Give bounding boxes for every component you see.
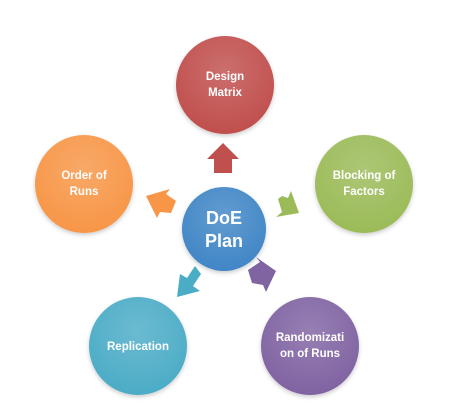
node-replication: Replication	[89, 297, 187, 395]
arrow-up-icon	[207, 143, 239, 173]
center-circle-highlight	[182, 187, 266, 271]
node-center-doe-plan: DoE Plan	[182, 187, 266, 271]
node-label-line2: Matrix	[208, 87, 242, 99]
node-blocking-of-factors: Blocking of Factors	[315, 135, 413, 233]
arrow-left-icon	[146, 189, 176, 218]
arrow-left-down-icon	[177, 266, 201, 297]
node-label-line1: Order of	[61, 170, 107, 182]
arrow-right-down-icon	[248, 257, 276, 292]
arrow-to-replication	[177, 266, 201, 297]
arrow-to-blocking-of-factors	[276, 191, 299, 217]
node-circle-highlight	[261, 297, 359, 395]
node-label-line1: Design	[206, 71, 244, 83]
node-circle-highlight	[89, 297, 187, 395]
center-label-line2: Plan	[205, 231, 243, 251]
node-circle-highlight	[176, 36, 274, 134]
node-order-of-runs: Order of Runs	[35, 135, 133, 233]
node-label-line2: Runs	[70, 186, 99, 198]
node-circle-highlight	[35, 135, 133, 233]
node-randomization-of-runs: Randomizati on of Runs	[261, 297, 359, 395]
node-label-line1: Replication	[107, 341, 169, 353]
arrow-to-design-matrix	[207, 143, 239, 173]
node-label-line1: Randomizati	[276, 332, 344, 344]
arrow-to-order-of-runs	[146, 189, 176, 218]
node-label-line1: Blocking of	[333, 170, 396, 182]
center-label-line1: DoE	[206, 208, 242, 228]
node-label-line2: Factors	[343, 186, 385, 198]
node-design-matrix: Design Matrix	[176, 36, 274, 134]
arrow-to-randomization-of-runs	[248, 257, 276, 292]
node-label-line2: on of Runs	[280, 348, 340, 360]
node-circle-highlight	[315, 135, 413, 233]
arrow-right-up-icon	[276, 191, 299, 217]
